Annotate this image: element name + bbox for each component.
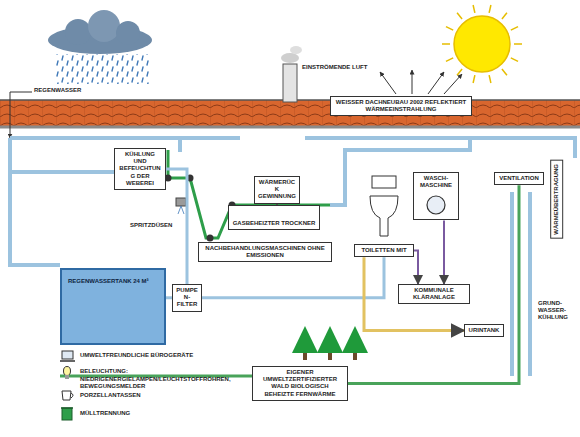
sun-ray	[446, 58, 453, 61]
sun-ray	[473, 75, 475, 83]
toilet-icon	[370, 176, 398, 236]
sun-ray	[511, 27, 518, 30]
reflection-arrows	[380, 70, 462, 94]
sun-ray	[473, 5, 475, 13]
sun	[442, 5, 522, 83]
process-box: NACHBEHANDLUNGSMASCHINEN OHNE EMISSIONEN	[198, 242, 332, 262]
pipe-connector	[443, 220, 445, 284]
node-text: VENTILATION	[498, 175, 540, 182]
water-pipes	[10, 138, 575, 376]
legend-text: MÜLLTRENNUNG	[80, 410, 130, 416]
node-text: KOMMUNALE KLÄRANLAGE	[402, 287, 466, 301]
node-text: WEISSER DACHNEUBAU 2002 REFLEKTIERT WÄRM…	[334, 99, 468, 113]
tank: REGENWASSERTANK 24 M³	[60, 268, 166, 345]
roof-beam	[0, 126, 580, 129]
sun-ray	[489, 75, 491, 83]
legend-text: BELEUCHTUNG: NIEDRIGENERGIELAMPEN/LEUCHT…	[80, 368, 231, 389]
process-box: VENTILATION	[494, 172, 544, 185]
node-text: WASCH-MASCHINE	[417, 175, 455, 189]
sun-ray	[511, 58, 518, 61]
text-label: REGENWASSER	[34, 87, 94, 94]
process-box: EIGENER UMWELTZERTIFIZIERTER WALD BIOLOG…	[252, 366, 348, 401]
process-box: TOILETTEN MIT	[354, 244, 414, 257]
node-text: WÄRMEÜBERTRAGUNG	[553, 164, 560, 235]
pipe-connector	[202, 257, 384, 298]
node-text: KÜHLUNG UND BEFEUCHTUNG DER WEBEREI	[118, 151, 162, 187]
text-label: GRUND- WASSER- KÜHLUNG	[538, 300, 576, 322]
node-text: WÄRMERÜCK GEWINNUNG	[258, 179, 296, 201]
node-text: REGENWASSERTANK 24 M³	[68, 278, 158, 285]
legend-entry: UMWELTFREUNDLICHE BÜROGERÄTE	[80, 352, 270, 360]
legend-text: UMWELTFREUNDLICHE BÜROGERÄTE	[80, 352, 193, 358]
sun-ray	[502, 13, 507, 19]
node-text: NACHBEHANDLUNGSMASCHINEN OHNE EMISSIONEN	[202, 245, 328, 259]
sun-ray	[489, 5, 491, 13]
filter-box: PUMPEN-FILTER	[172, 284, 202, 312]
node-text: EIGENER UMWELTZERTIFIZIERTER WALD BIOLOG…	[256, 369, 344, 398]
legend-entry: MÜLLTRENNUNG	[80, 410, 270, 418]
legend-text: PORZELLANTASSEN	[80, 392, 141, 398]
text-label: EINSTRÖMENDE LUFT	[302, 64, 382, 71]
spray-nozzle	[176, 198, 186, 214]
machine-box: WASCH-MASCHINE	[413, 172, 459, 220]
legend-icons	[60, 351, 75, 420]
machine-box: GASBEHEIZTER TROCKNER	[228, 205, 320, 230]
chimney	[281, 46, 302, 102]
pipe-connector	[414, 251, 418, 284]
sun-ray	[446, 27, 453, 30]
pipe-connector	[348, 185, 519, 383]
legend-entry: BELEUCHTUNG: NIEDRIGENERGIELAMPEN/LEUCHT…	[80, 368, 270, 391]
node-text: URINTANK	[468, 327, 500, 334]
process-box: WÄRMERÜCK GEWINNUNG	[254, 176, 300, 204]
node-text: GASBEHEIZTER TROCKNER	[232, 220, 316, 227]
sun-ray	[514, 43, 522, 45]
rainwater-arrow	[10, 92, 32, 138]
sun-ray	[442, 43, 450, 45]
rain-cloud	[48, 10, 152, 84]
roof-box: WEISSER DACHNEUBAU 2002 REFLEKTIERT WÄRM…	[330, 96, 472, 116]
node-text: TOILETTEN MIT	[358, 247, 410, 254]
process-box: KÜHLUNG UND BEFEUCHTUNG DER WEBEREI	[114, 148, 166, 190]
sun-ray	[457, 13, 462, 19]
washing-drum	[427, 196, 445, 214]
fabric-web	[165, 150, 331, 242]
roof	[0, 100, 580, 126]
process-box: KOMMUNALE KLÄRANLAGE	[398, 284, 470, 304]
forest	[292, 326, 368, 360]
node-text: PUMPEN-FILTER	[176, 287, 198, 309]
sun-ray	[502, 69, 507, 75]
text-label: SPRITZDÜSEN	[130, 222, 176, 229]
legend-entry: PORZELLANTASSEN	[80, 392, 270, 400]
vertical-box: WÄRMEÜBERTRAGUNG	[550, 160, 563, 239]
tank-box: URINTANK	[464, 324, 504, 337]
